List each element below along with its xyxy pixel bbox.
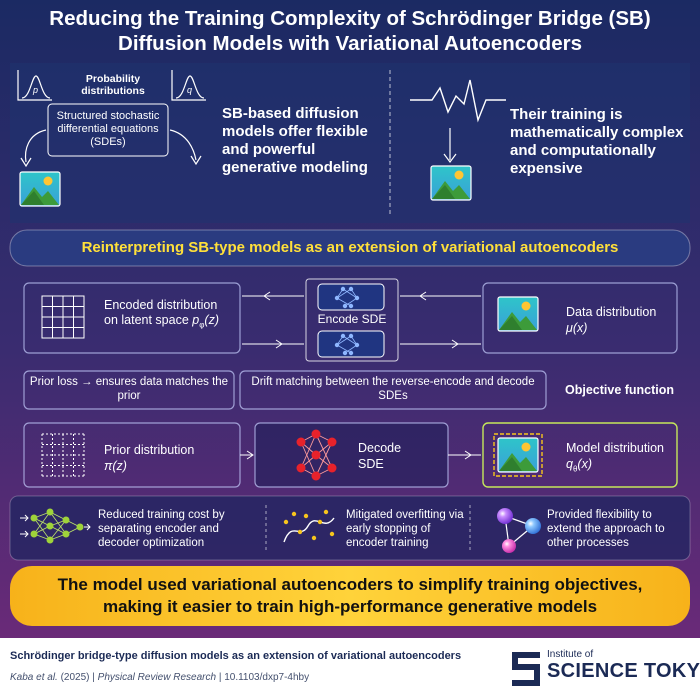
decode-network-icon <box>296 429 337 481</box>
footer-year: (2025) | <box>57 672 98 683</box>
network-glyph-bottom <box>334 333 360 356</box>
top-panel <box>10 63 690 223</box>
science-tokyo-logo-mark <box>512 652 540 686</box>
title-line-2: Diffusion Models with Variational Autoen… <box>118 32 582 55</box>
prior-distribution-label: Prior distribution π(z) <box>104 442 236 474</box>
latent-grid-icon <box>41 295 85 339</box>
data-distribution-symbol: μ(x) <box>566 321 588 335</box>
model-distribution-symbol: q <box>566 457 573 471</box>
encoded-distribution-text: Encoded distribution on latent space <box>104 298 218 327</box>
logo-big-text: SCIENCE TOKYO <box>547 660 700 682</box>
science-tokyo-logo: Institute of SCIENCE TOKYO <box>547 649 700 682</box>
model-image-icon <box>497 437 539 473</box>
model-distribution-label: Model distribution qθ(x) <box>566 440 676 478</box>
objective-function-label: Objective function <box>565 383 675 397</box>
data-distribution-text: Data distribution <box>566 305 657 319</box>
encoded-symbol: p <box>192 313 200 327</box>
p-label: p <box>33 85 39 95</box>
drift-matching-box <box>239 370 547 410</box>
conclusion-line-1: The model used variational autoencoders … <box>57 575 643 594</box>
curved-arrow-right <box>169 129 197 161</box>
benefit-text-3: Provided flexibility to extend the appro… <box>547 509 665 549</box>
data-image-icon <box>497 296 539 332</box>
noise-line-icon <box>410 79 506 123</box>
encoded-argument: (z) <box>204 313 219 327</box>
benefit-text-1: Reduced training cost by separating enco… <box>98 509 225 549</box>
decode-sde-box <box>254 422 449 488</box>
prior-loss-box <box>23 370 235 410</box>
image-icon <box>19 171 61 207</box>
conclusion-banner: The model used variational autoencoders … <box>10 566 690 626</box>
benefit-text-2: Mitigated overfitting via early stopping… <box>346 509 464 549</box>
logo-small-text: Institute of <box>547 649 594 660</box>
decode-sde-label: Decode SDE <box>358 441 402 471</box>
data-distribution-box <box>482 282 678 354</box>
waveform-icon <box>147 167 201 213</box>
prior-distribution-symbol: π(z) <box>104 459 127 473</box>
connected-spheres-icon <box>497 508 541 553</box>
footer-caption: Schrödinger bridge-type diffusion models… <box>10 650 462 662</box>
footer-authors: Kaba et al. <box>10 672 58 683</box>
curved-arrow-left <box>24 129 47 163</box>
model-image-frame <box>493 433 543 477</box>
encode-sde-frame <box>305 278 399 362</box>
conclusion-line-2: making it easier to train high-performan… <box>102 597 598 616</box>
q-label: q <box>187 85 193 95</box>
footer-journal: Physical Review Research <box>97 672 217 683</box>
footer-background <box>0 638 700 700</box>
encoded-distribution-label: Encoded distribution on latent space pφ(… <box>104 298 234 333</box>
prior-distribution-text: Prior distribution <box>104 443 195 457</box>
probability-distributions-label: Probability distributions <box>81 73 145 98</box>
page-title: Reducing the Training Complexity of Schr… <box>0 6 700 56</box>
encode-sde-block-bottom <box>317 330 385 358</box>
distribution-q-icon <box>171 70 206 101</box>
sde-box-label: Structured stochastic differential equat… <box>56 110 160 148</box>
training-complexity-statement: Their training is mathematically complex… <box>510 106 684 177</box>
model-subscript: θ <box>572 464 578 474</box>
model-distribution-text: Model distribution <box>566 441 664 455</box>
model-argument: (x) <box>577 457 592 471</box>
section-header-pill <box>9 229 691 267</box>
footer-doi: | 10.1103/dxp7-4hby <box>216 672 310 683</box>
network-glyph-top <box>334 286 360 309</box>
section-header-text: Reinterpreting SB-type models as an exte… <box>81 239 619 256</box>
benefits-panel <box>9 495 691 561</box>
encode-sde-block-top <box>317 283 385 311</box>
model-distribution-box <box>482 422 678 488</box>
prior-grid-icon <box>41 433 85 477</box>
neural-network-icon <box>20 508 91 544</box>
data-distribution-label: Data distribution μ(x) <box>566 304 676 336</box>
sb-models-statement: SB-based diffusion models offer flexible… <box>222 105 368 176</box>
title-line-1: Reducing the Training Complexity of Schr… <box>49 7 651 30</box>
footer-citation: Kaba et al. (2025) | Physical Review Res… <box>10 672 309 683</box>
scatter-curve-icon <box>283 509 335 543</box>
image-icon-right <box>430 165 472 201</box>
distribution-p-icon <box>17 70 52 101</box>
prior-loss-text: Prior loss → ensures data matches the pr… <box>29 376 229 402</box>
sde-box <box>47 103 169 157</box>
encoded-subscript: φ <box>199 320 205 330</box>
encode-sde-label: Encode SDE <box>317 312 387 326</box>
drift-matching-text: Drift matching between the reverse-encod… <box>251 376 535 402</box>
encoded-distribution-box <box>23 282 241 354</box>
